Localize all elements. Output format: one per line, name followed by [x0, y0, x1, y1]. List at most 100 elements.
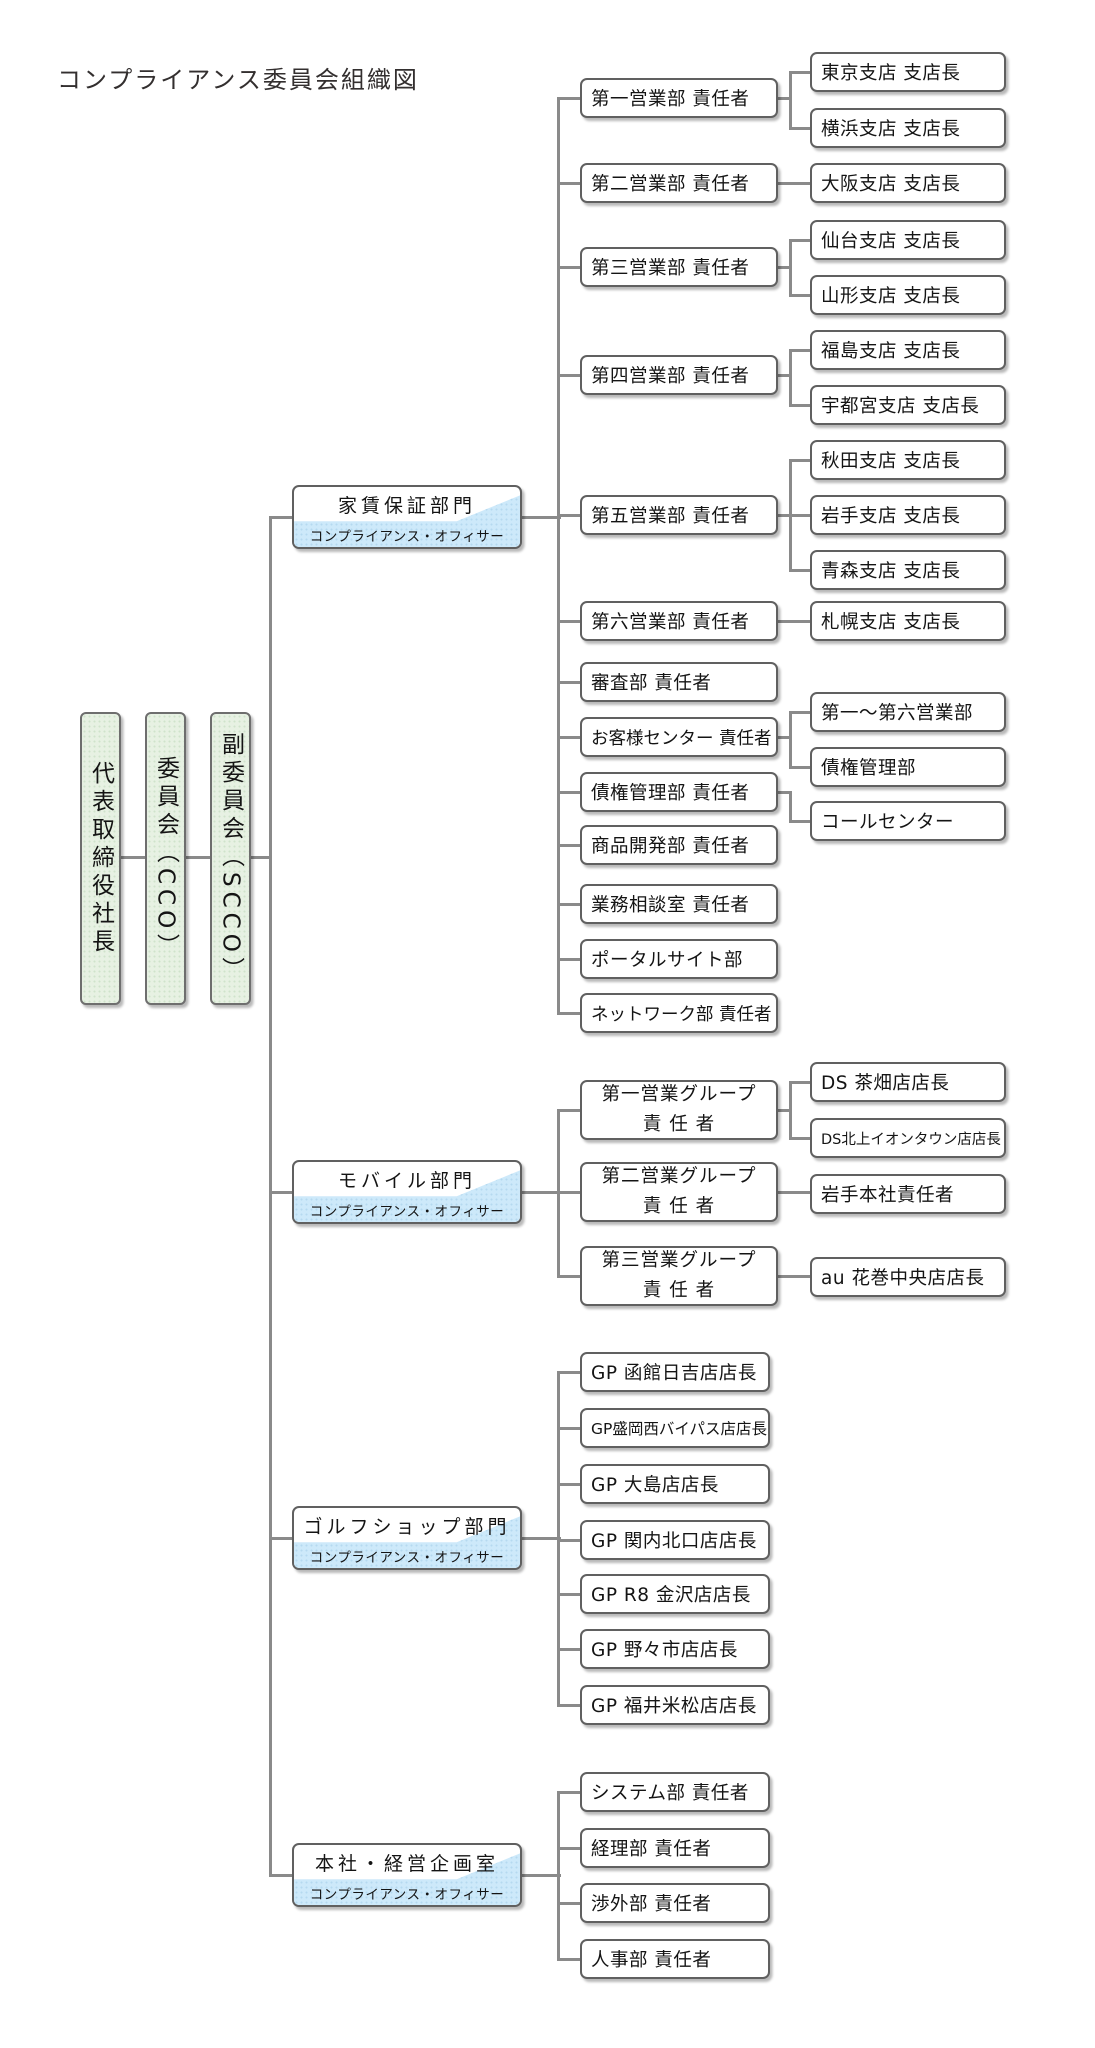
- dept-title: 家賃保証部門: [337, 495, 476, 517]
- trunk-line: [268, 515, 272, 1877]
- spine-tick-line: [556, 619, 580, 623]
- spine-tick-line: [556, 957, 580, 961]
- trunk-branch-line: [270, 1873, 292, 1877]
- leaf-box: 宇都宮支店 支店長: [810, 385, 1006, 425]
- scco-subcommittee-box: 副委員会（SCCO）: [210, 712, 251, 1005]
- spine-tick-line: [556, 1370, 580, 1374]
- leaf-spine-line: [788, 1080, 792, 1140]
- leaf-tick-line: [788, 238, 810, 242]
- leaf-spine-line: [788, 710, 792, 769]
- dept-to-spine-line: [514, 1536, 561, 1540]
- spine-tick-line: [556, 181, 580, 185]
- dept-officer-subtitle: コンプライアンス・オフィサー: [309, 1886, 505, 1903]
- unit-stub-line: [776, 513, 792, 517]
- leaf-tick-line: [788, 70, 810, 74]
- unit-box: 人事部 責任者: [580, 1939, 770, 1979]
- leaf-box: コールセンター: [810, 801, 1006, 841]
- unit-box: 第六営業部 責任者: [580, 601, 778, 641]
- unit-box: システム部 責任者: [580, 1772, 770, 1812]
- spine-tick-line: [556, 1538, 580, 1542]
- unit-box: 経理部 責任者: [580, 1828, 770, 1868]
- leaf-tick-line: [788, 513, 810, 517]
- unit-box: 第一営業部 責任者: [580, 78, 778, 118]
- spine-tick-line: [556, 1108, 580, 1112]
- unit-box: GP盛岡西バイパス店店長: [580, 1408, 770, 1448]
- spine-tick-line: [556, 843, 580, 847]
- direct-child-line: [776, 181, 810, 185]
- dept-box-rent-guarantee: 家賃保証部門コンプライアンス・オフィサー: [292, 485, 522, 549]
- cco-committee-box: 委員会（CCO）: [145, 712, 186, 1005]
- unit-stub-line: [776, 790, 792, 794]
- dept-box-headquarters: 本社・経営企画室コンプライアンス・オフィサー: [292, 1843, 522, 1907]
- spine-tick-line: [556, 96, 580, 100]
- trunk-branch-line: [270, 515, 292, 519]
- leaf-box: DS北上イオンタウン店店長: [810, 1118, 1006, 1158]
- spine-tick-line: [556, 1274, 580, 1278]
- unit-box: GP R8 金沢店店長: [580, 1574, 770, 1614]
- trunk-branch-line: [270, 1190, 292, 1194]
- spine-tick-line: [556, 1482, 580, 1486]
- dept-box-golf-shop: ゴルフショップ部門コンプライアンス・オフィサー: [292, 1506, 522, 1570]
- unit-spine-line: [556, 1790, 560, 1961]
- unit-box: 第五営業部 責任者: [580, 495, 778, 535]
- dept-title: 本社・経営企画室: [314, 1853, 499, 1875]
- unit-box: 第一営業グループ 責 任 者: [580, 1080, 778, 1140]
- leaf-tick-line: [788, 710, 810, 714]
- unit-box: 審査部 責任者: [580, 662, 778, 702]
- leaf-spine-line: [788, 348, 792, 407]
- trunk-branch-line: [270, 1536, 292, 1540]
- leaf-tick-line: [788, 1136, 810, 1140]
- leaf-tick-line: [788, 293, 810, 297]
- leaf-box: 大阪支店 支店長: [810, 163, 1006, 203]
- direct-child-line: [776, 619, 810, 623]
- dept-box-mobile: モバイル部門コンプライアンス・オフィサー: [292, 1160, 522, 1224]
- spine-tick-line: [556, 1592, 580, 1596]
- leaf-box: 福島支店 支店長: [810, 330, 1006, 370]
- leaf-box: 青森支店 支店長: [810, 550, 1006, 590]
- unit-stub-line: [776, 373, 792, 377]
- leaf-tick-line: [788, 348, 810, 352]
- dept-to-spine-line: [514, 1873, 561, 1877]
- spine-tick-line: [556, 373, 580, 377]
- spine-tick-line: [556, 1190, 580, 1194]
- unit-box: 業務相談室 責任者: [580, 884, 778, 924]
- leaf-box: 秋田支店 支店長: [810, 440, 1006, 480]
- spine-tick-line: [556, 1790, 580, 1794]
- unit-box: GP 函館日吉店店長: [580, 1352, 770, 1392]
- spine-tick-line: [556, 735, 580, 739]
- dept-to-spine-line: [514, 1190, 561, 1194]
- unit-box: GP 大島店店長: [580, 1464, 770, 1504]
- unit-box: 第二営業グループ 責 任 者: [580, 1162, 778, 1222]
- unit-stub-line: [776, 265, 792, 269]
- leaf-box: au 花巻中央店店長: [810, 1257, 1006, 1297]
- leaf-tick-line: [788, 568, 810, 572]
- unit-spine-line: [556, 96, 560, 1015]
- dept-officer-subtitle: コンプライアンス・オフィサー: [309, 1549, 505, 1566]
- dept-officer-subtitle: コンプライアンス・オフィサー: [309, 1203, 505, 1220]
- spine-tick-line: [556, 265, 580, 269]
- leaf-box: 債権管理部: [810, 747, 1006, 787]
- leaf-box: 山形支店 支店長: [810, 275, 1006, 315]
- leaf-tick-line: [788, 1080, 810, 1084]
- leaf-box: DS 茶畑店店長: [810, 1062, 1006, 1102]
- executive-chain-line: [119, 855, 272, 859]
- spine-tick-line: [556, 1703, 580, 1707]
- leaf-spine-line: [788, 238, 792, 297]
- leaf-spine-line: [788, 70, 792, 130]
- unit-stub-line: [776, 1108, 792, 1112]
- unit-box: 第三営業グループ 責 任 者: [580, 1246, 778, 1306]
- direct-child-line: [776, 1190, 810, 1194]
- leaf-tick-line: [788, 819, 810, 823]
- unit-box: 第三営業部 責任者: [580, 247, 778, 287]
- unit-box: 渉外部 責任者: [580, 1883, 770, 1923]
- unit-box: ポータルサイト部: [580, 939, 778, 979]
- page-title: コンプライアンス委員会組織図: [57, 66, 419, 94]
- unit-box: 商品開発部 責任者: [580, 825, 778, 865]
- leaf-tick-line: [788, 126, 810, 130]
- spine-tick-line: [556, 902, 580, 906]
- spine-tick-line: [556, 790, 580, 794]
- dept-to-spine-line: [514, 515, 561, 519]
- spine-tick-line: [556, 1011, 580, 1015]
- leaf-box: 岩手支店 支店長: [810, 495, 1006, 535]
